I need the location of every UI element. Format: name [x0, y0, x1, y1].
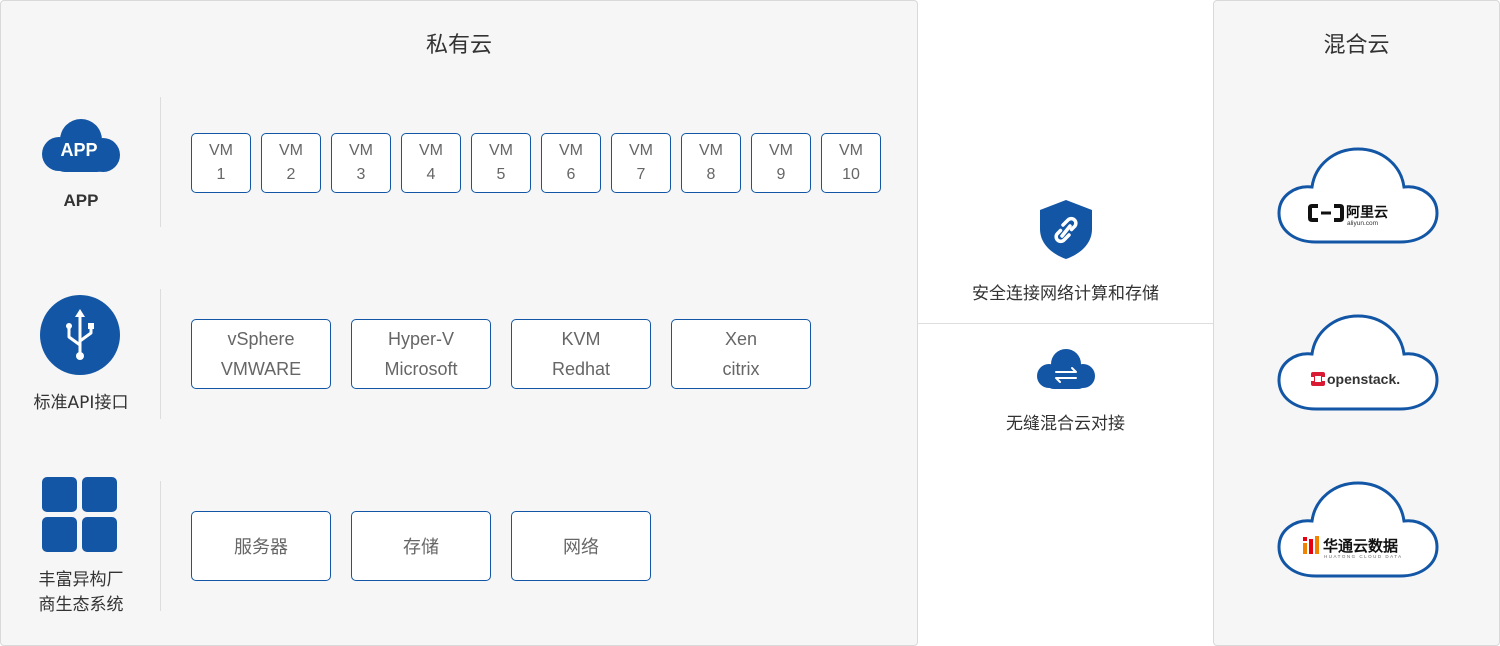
vm-box-5[interactable]: VM 5 — [471, 133, 531, 193]
resource-label: 网络 — [563, 537, 599, 558]
resource-box-network[interactable]: 网络 — [511, 511, 651, 581]
huatong-logo: 华通云数据 HUATONG CLOUD DATA — [1303, 536, 1403, 559]
huatong-cloud[interactable]: 华通云数据 HUATONG CLOUD DATA — [1276, 480, 1440, 580]
vm-box-2[interactable]: VM 2 — [261, 133, 321, 193]
vm-box-label: VM — [699, 142, 723, 159]
hypervisor-vendor: citrix — [722, 359, 760, 379]
row-label-app: APP — [63, 191, 99, 210]
vm-box-label: VM — [559, 142, 583, 159]
hypervisor-name: Hyper-V — [387, 329, 454, 349]
openstack-cloud[interactable]: openstack. — [1276, 313, 1440, 413]
vm-box-label: VM — [349, 142, 373, 159]
row-divider — [160, 481, 161, 611]
hypervisor-box-hyperv[interactable]: Hyper-V Microsoft — [351, 319, 491, 389]
row-label-ecosystem: 丰富异构厂 商生态系统 — [6, 568, 156, 618]
huatong-logo-name: 华通云数据 — [1323, 537, 1398, 555]
huatong-logo-sub: HUATONG CLOUD DATA — [1324, 554, 1403, 559]
row-divider — [160, 97, 161, 227]
resource-box-storage[interactable]: 存储 — [351, 511, 491, 581]
usb-icon — [40, 295, 120, 375]
vm-box-number: 1 — [216, 166, 226, 183]
vm-box-9[interactable]: VM 9 — [751, 133, 811, 193]
hybrid-cloud-panel: 混合云 阿里云 aliyun.com openstack. 华通 — [1213, 0, 1500, 646]
vm-box-number: 4 — [426, 166, 436, 183]
cloud-app-icon-text: APP — [60, 140, 97, 160]
row-label-line: 商生态系统 — [38, 595, 124, 615]
vm-box-10[interactable]: VM 10 — [821, 133, 881, 193]
vm-box-number: 8 — [706, 166, 716, 183]
vm-box-label: VM — [769, 142, 793, 159]
vm-box-number: 7 — [636, 166, 646, 183]
vm-box-number: 9 — [776, 166, 786, 183]
vm-box-7[interactable]: VM 7 — [611, 133, 671, 193]
vm-box-label: VM — [279, 142, 303, 159]
resource-box-server[interactable]: 服务器 — [191, 511, 331, 581]
openstack-logo-name: openstack. — [1327, 371, 1400, 387]
resource-label: 存储 — [403, 537, 439, 558]
middle-divider — [918, 323, 1213, 324]
secure-connection-label: 安全连接网络计算和存储 — [972, 284, 1159, 304]
aliyun-logo: 阿里云 aliyun.com — [1308, 204, 1388, 227]
cloud-app-icon: APP — [42, 119, 120, 172]
vm-box-6[interactable]: VM 6 — [541, 133, 601, 193]
vm-box-label: VM — [209, 142, 233, 159]
resource-label: 服务器 — [234, 537, 288, 558]
vm-box-label: VM — [489, 142, 513, 159]
seamless-hybrid-label: 无缝混合云对接 — [1006, 414, 1125, 434]
hypervisor-name: KVM — [561, 329, 601, 349]
row-label-api: 标准API接口 — [33, 393, 129, 413]
hypervisor-vendor: Redhat — [551, 359, 611, 379]
vm-box-4[interactable]: VM 4 — [401, 133, 461, 193]
vm-box-label: VM — [839, 142, 863, 159]
hypervisor-name: vSphere — [227, 329, 295, 349]
hypervisor-box-xen[interactable]: Xen citrix — [671, 319, 811, 389]
private-cloud-title: 私有云 — [425, 33, 492, 58]
aliyun-logo-name: 阿里云 — [1346, 204, 1388, 220]
hybrid-cloud-title: 混合云 — [1323, 33, 1390, 58]
aliyun-cloud[interactable]: 阿里云 aliyun.com — [1276, 146, 1440, 246]
vm-box-label: VM — [419, 142, 443, 159]
aliyun-logo-sub: aliyun.com — [1347, 220, 1378, 227]
row-label-line: 丰富异构厂 — [38, 570, 124, 590]
grid-icon — [42, 477, 117, 552]
hypervisor-vendor: VMWARE — [220, 359, 302, 379]
hypervisor-name: Xen — [724, 329, 758, 349]
vm-box-number: 6 — [566, 166, 576, 183]
vm-box-number: 10 — [842, 166, 860, 183]
vm-box-label: VM — [629, 142, 653, 159]
openstack-logo: openstack. — [1311, 371, 1400, 387]
hypervisor-box-kvm[interactable]: KVM Redhat — [511, 319, 651, 389]
cloud-sync-icon — [1037, 349, 1095, 389]
vm-box-number: 2 — [286, 166, 296, 183]
hypervisor-vendor: Microsoft — [384, 359, 458, 379]
vm-box-3[interactable]: VM 3 — [331, 133, 391, 193]
vm-box-number: 5 — [496, 166, 506, 183]
vm-box-8[interactable]: VM 8 — [681, 133, 741, 193]
row-divider — [160, 289, 161, 419]
vm-box-number: 3 — [356, 166, 366, 183]
vm-box-1[interactable]: VM 1 — [191, 133, 251, 193]
shield-link-icon — [1040, 200, 1092, 259]
